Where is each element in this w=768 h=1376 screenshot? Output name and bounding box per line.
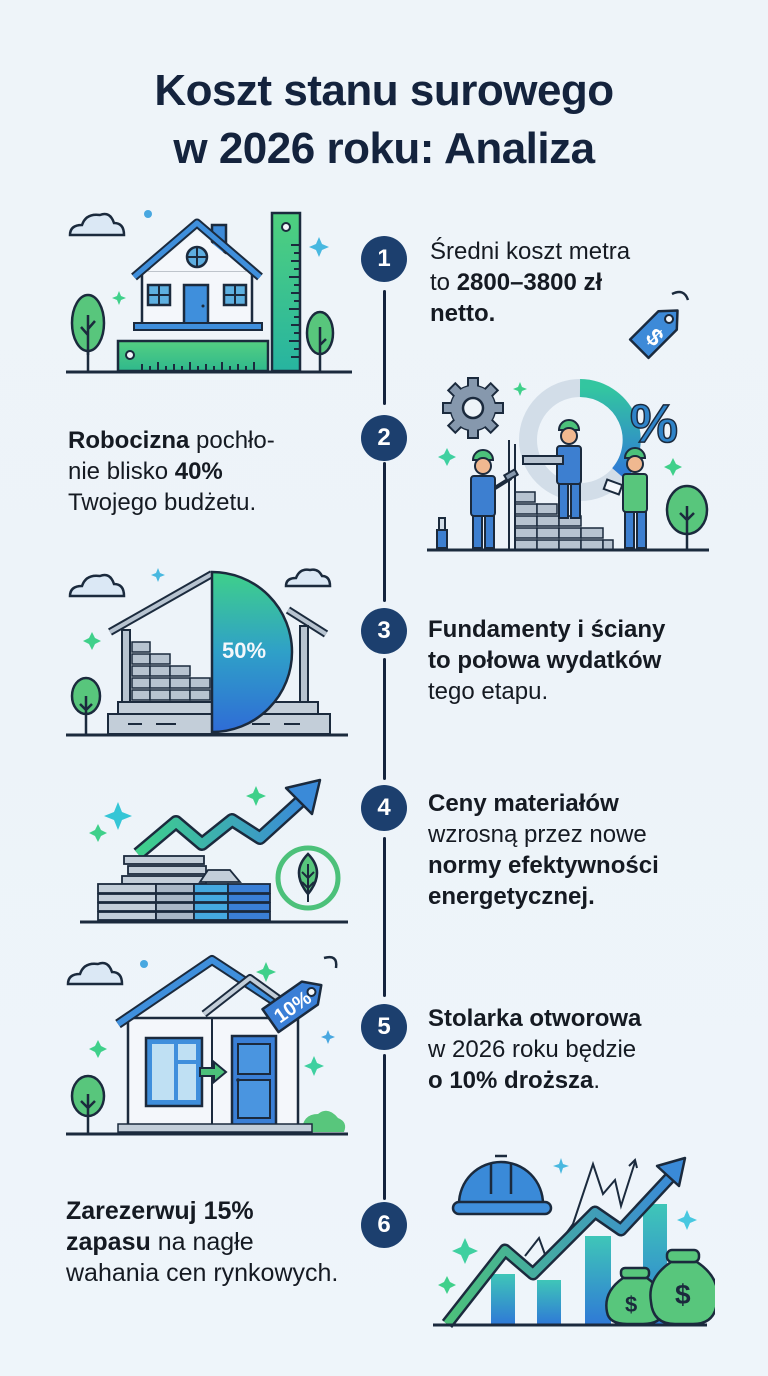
- title-line-1: Koszt stanu surowego: [154, 66, 614, 115]
- page-title: Koszt stanu surowego w 2026 roku: Analiz…: [0, 62, 768, 178]
- step-text-2: Robocizna pochło-nie blisko 40% Twojego b…: [68, 425, 275, 518]
- step-text-segment: tego etapu.: [428, 678, 549, 705]
- step-badge-5: 5: [361, 1004, 407, 1050]
- step-text-segment: 15%: [203, 1197, 254, 1225]
- step-badge-2: 2: [361, 415, 407, 461]
- step-text-segment: .: [593, 1067, 601, 1094]
- step-text-segment: Zarezerwuj: [66, 1197, 204, 1225]
- step-text-3: Fundamenty i ściany to połowa wydatków teg…: [428, 614, 665, 707]
- house-with-rulers-icon: [62, 205, 352, 375]
- timeline-connector: [383, 837, 386, 997]
- step-badge-4: 4: [361, 785, 407, 831]
- step-text-4: Ceny materiałów wzrosną przez nowe normy e…: [428, 788, 659, 912]
- step-text-segment: wahania cen rynkowych.: [66, 1259, 339, 1287]
- step-text-1: Średni koszt metra to 2800–3800 zł netto.: [430, 236, 630, 329]
- price-tag-icon: $: [612, 286, 702, 376]
- step-text-segment: Robocizna: [68, 427, 190, 454]
- step-text-segment: wzrosną przez nowe: [428, 821, 647, 848]
- materials-rising-arrow-leaf-icon: [78, 774, 350, 926]
- house-frame-half-pie-icon: 50%: [62, 562, 352, 738]
- step-text-segment: energetycznej.: [428, 883, 595, 910]
- timeline-connector: [383, 462, 386, 602]
- title-line-2: w 2026 roku: Analiza: [173, 124, 595, 173]
- step-text-segment: netto.: [430, 300, 496, 327]
- step-text-segment: Fundamenty i ściany: [428, 616, 666, 643]
- percent-glyph: %: [630, 394, 678, 454]
- step-text-segment: zapasu: [66, 1228, 151, 1256]
- helmet-chart-money-bags-icon: $ $: [425, 1144, 715, 1330]
- step-text-segment: normy efektywności: [428, 852, 659, 879]
- step-text-segment: to: [430, 269, 457, 296]
- step-text-segment: Średni koszt metra: [430, 238, 631, 265]
- timeline-connector: [383, 1054, 386, 1200]
- step-text-segment: o 10% droższa: [428, 1067, 594, 1094]
- step-text-6: Zarezerwuj 15% zapasu na nagłe wahania cen…: [66, 1196, 338, 1289]
- step-text-segment: Stolarka otworowa: [428, 1005, 642, 1032]
- step-text-segment: to połowa wydatków: [428, 647, 662, 674]
- step-text-segment: nie blisko: [68, 458, 175, 485]
- house-window-door-tag-icon: 10%: [62, 952, 352, 1138]
- step-text-segment: pochło-: [189, 427, 275, 454]
- step-text-5: Stolarka otworowa w 2026 roku będzie o 10%…: [428, 1003, 641, 1096]
- timeline-connector: [383, 658, 386, 780]
- dollar-glyph: $: [675, 1279, 691, 1310]
- step-text-segment: 40%: [174, 458, 223, 485]
- step-text-segment: Twojego budżetu.: [68, 489, 257, 516]
- step-badge-3: 3: [361, 608, 407, 654]
- step-badge-6: 6: [361, 1202, 407, 1248]
- step-badge-1: 1: [361, 236, 407, 282]
- step-text-segment: Ceny materiałów: [428, 790, 619, 817]
- timeline-connector: [383, 290, 386, 405]
- step-text-segment: 2800–3800 zł: [456, 269, 603, 296]
- dollar-glyph: $: [625, 1292, 637, 1317]
- fifty-percent-label: 50%: [222, 638, 266, 663]
- step-text-segment: na nagłe: [150, 1228, 254, 1256]
- workers-building-wall-icon: %: [425, 370, 715, 560]
- step-text-segment: w 2026 roku będzie: [428, 1036, 637, 1063]
